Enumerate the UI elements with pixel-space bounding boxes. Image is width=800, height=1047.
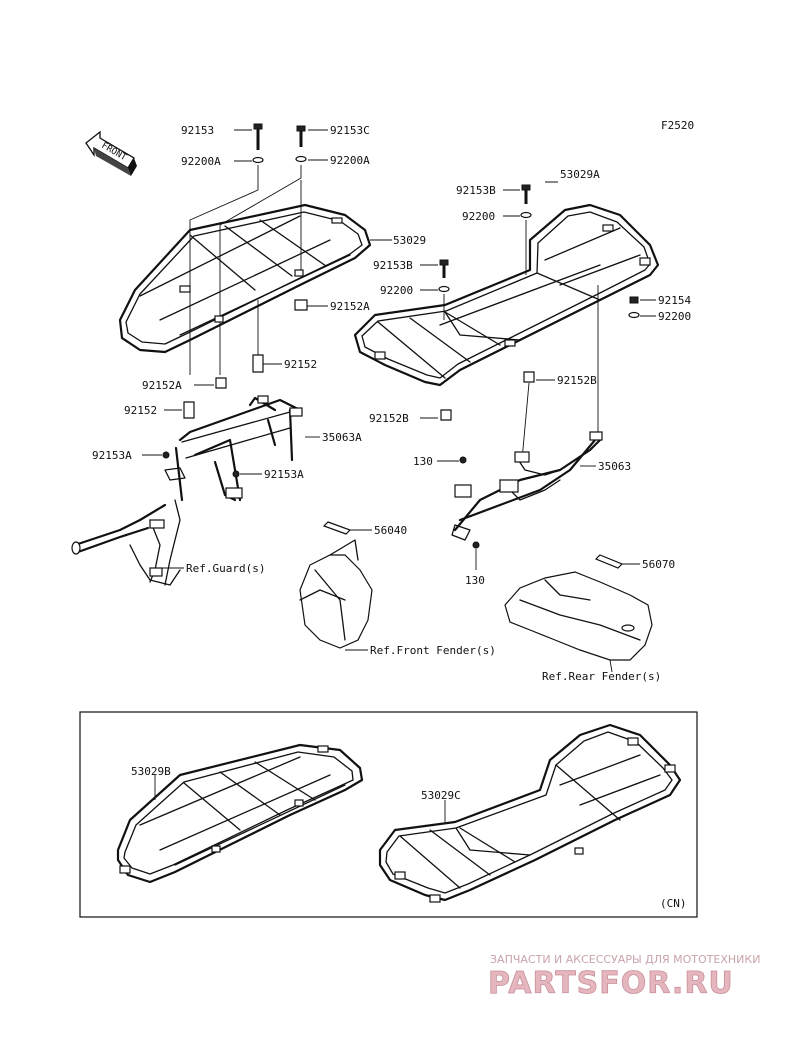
washer-92200a-right-icon bbox=[295, 155, 307, 163]
ref-front-fender: Ref.Front Fender(s) bbox=[370, 644, 496, 657]
bolt-92153a-left-icon bbox=[162, 451, 170, 459]
part-53029b: 53029B bbox=[131, 765, 171, 778]
part-53029a: 53029A bbox=[560, 168, 600, 181]
front-fender-ref-part bbox=[299, 539, 373, 649]
variants-box bbox=[79, 711, 698, 918]
washer-92200a-left-icon bbox=[252, 156, 264, 164]
front-arrow-icon: FRONT bbox=[85, 130, 137, 176]
collar-92152-mid-icon bbox=[252, 354, 264, 373]
part-130-top: 130 bbox=[413, 455, 433, 468]
watermark-brand: PARTSFOR.RU bbox=[488, 966, 734, 1001]
part-92152b-left: 92152B bbox=[369, 412, 409, 425]
part-56040: 56040 bbox=[374, 524, 407, 537]
part-92153a-right: 92153A bbox=[264, 468, 304, 481]
part-92153b-top: 92153B bbox=[456, 184, 496, 197]
washer-92200-top-icon bbox=[520, 211, 532, 219]
rear-fender-ref-part bbox=[504, 571, 653, 661]
washer-92200-mid-icon bbox=[438, 285, 450, 293]
ref-guard: Ref.Guard(s) bbox=[186, 562, 265, 575]
part-92153c: 92153C bbox=[330, 124, 370, 137]
washer-92200-right-icon bbox=[628, 311, 640, 319]
part-92200a-right: 92200A bbox=[330, 154, 370, 167]
carrier-variant-53029b bbox=[116, 743, 364, 884]
part-92152-mid: 92152 bbox=[284, 358, 317, 371]
part-92152b-right: 92152B bbox=[557, 374, 597, 387]
part-92200a-left: 92200A bbox=[181, 155, 221, 168]
collar-92152b-left-icon bbox=[440, 409, 452, 421]
guard-ref-part bbox=[71, 499, 181, 586]
front-carrier-53029 bbox=[118, 203, 372, 354]
part-92152-low: 92152 bbox=[124, 404, 157, 417]
collar-92152b-right-icon bbox=[523, 371, 535, 383]
part-35063a: 35063A bbox=[322, 431, 362, 444]
bolt-92153-icon bbox=[253, 123, 263, 150]
rear-carrier-53029a bbox=[353, 203, 660, 387]
collar-92152a-top-icon bbox=[294, 299, 308, 311]
part-53029: 53029 bbox=[393, 234, 426, 247]
part-130-bot: 130 bbox=[465, 574, 485, 587]
collar-92152a-low-icon bbox=[215, 377, 227, 389]
part-92200-right: 92200 bbox=[658, 310, 691, 323]
sticker-56040-icon bbox=[322, 521, 352, 535]
bracket-35063 bbox=[451, 431, 603, 541]
carrier-variant-53029c bbox=[378, 723, 682, 903]
part-53029c: 53029C bbox=[421, 789, 461, 802]
bolt-92154-icon bbox=[629, 296, 639, 304]
part-92153b-mid: 92153B bbox=[373, 259, 413, 272]
collar-92152-low-icon bbox=[183, 401, 195, 419]
bolt-92153b-top-icon bbox=[521, 184, 531, 204]
region-code: (CN) bbox=[660, 897, 687, 910]
bolt-92153a-right-icon bbox=[232, 470, 240, 478]
part-92200-mid: 92200 bbox=[380, 284, 413, 297]
part-92152a-top: 92152A bbox=[330, 300, 370, 313]
bracket-35063a bbox=[164, 395, 303, 502]
bolt-130-top-icon bbox=[459, 456, 467, 464]
part-56070: 56070 bbox=[642, 558, 675, 571]
part-92153a-left: 92153A bbox=[92, 449, 132, 462]
part-92153: 92153 bbox=[181, 124, 214, 137]
bolt-130-bot-icon bbox=[472, 541, 480, 549]
watermark-tagline: ЗАПЧАСТИ И АКСЕССУАРЫ ДЛЯ МОТОТЕХНИКИ bbox=[490, 953, 760, 966]
bolt-92153b-mid-icon bbox=[439, 259, 449, 278]
part-92200-top: 92200 bbox=[462, 210, 495, 223]
part-92154: 92154 bbox=[658, 294, 691, 307]
bolt-92153c-icon bbox=[296, 125, 306, 147]
sticker-56070-icon bbox=[594, 554, 624, 569]
ref-rear-fender: Ref.Rear Fender(s) bbox=[542, 670, 661, 683]
part-35063: 35063 bbox=[598, 460, 631, 473]
part-92152a-low: 92152A bbox=[142, 379, 182, 392]
figure-code: F2520 bbox=[661, 119, 694, 132]
